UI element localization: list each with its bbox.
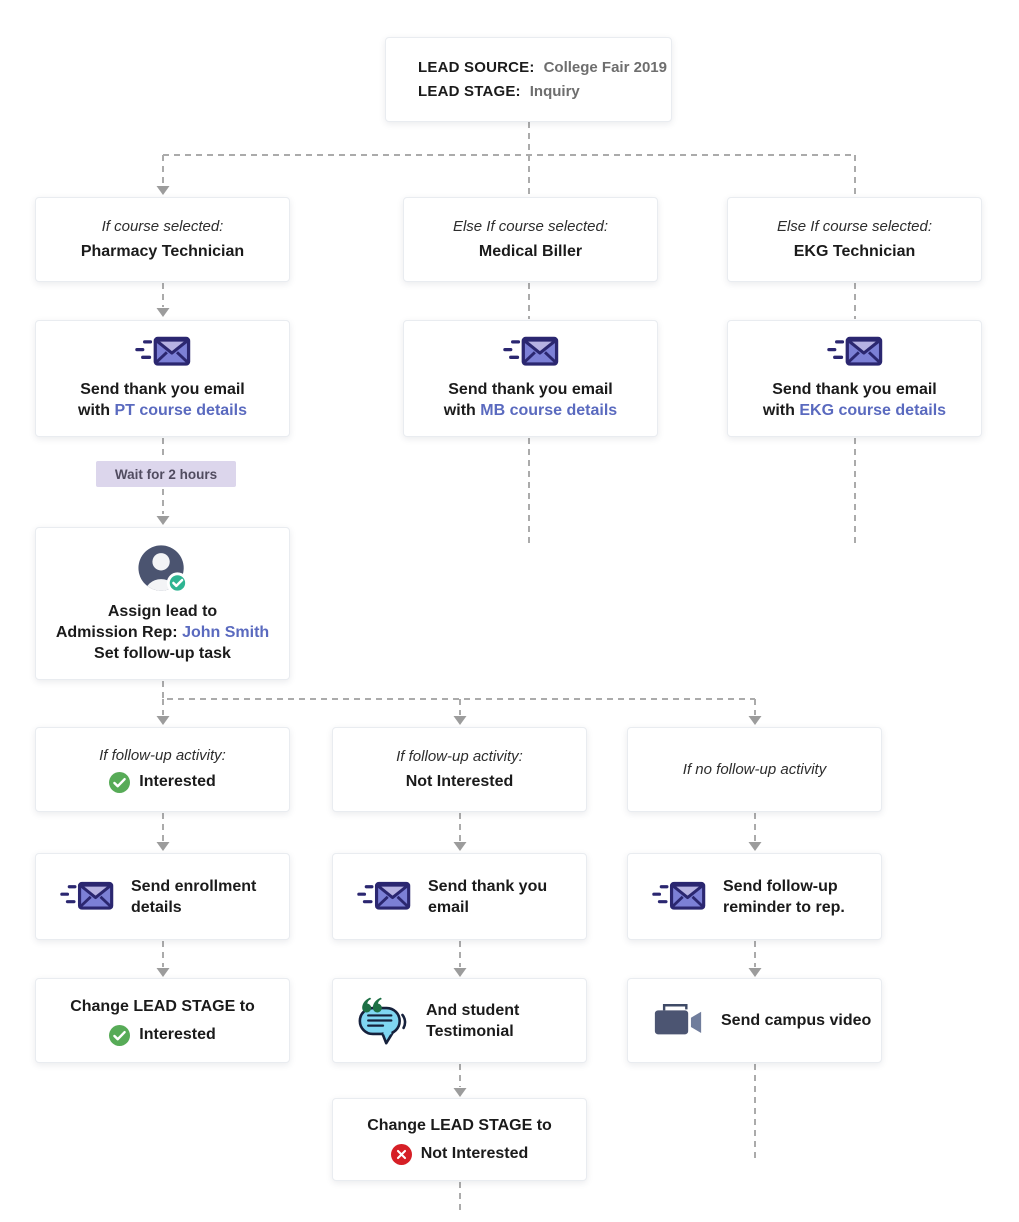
action-text: Send enrollment details (131, 877, 257, 916)
lead-stage-value: Inquiry (529, 83, 580, 100)
status-text: Interested (139, 773, 216, 790)
email-text-prefix: with (443, 402, 476, 419)
action-text: Send follow-up reminder to rep. (723, 877, 845, 916)
email-text-line2: with PT course details (78, 400, 247, 421)
send-email-node-pt[interactable]: Send thank you email with PT course deta… (35, 320, 290, 437)
condition-text: If follow-up activity: (99, 746, 226, 764)
action-text: Send campus video (721, 1012, 872, 1029)
course-details-link[interactable]: PT course details (114, 402, 247, 419)
email-icon (60, 881, 114, 913)
status-line: Interested (109, 1025, 216, 1046)
wait-delay-badge[interactable]: Wait for 2 hours (96, 461, 236, 487)
email-icon (135, 336, 191, 369)
assign-rep-label: Admission Rep: (55, 624, 178, 641)
email-text-prefix: with (78, 402, 111, 419)
condition-node-no-activity[interactable]: If no follow-up activity (627, 727, 882, 812)
change-stage-interested-node[interactable]: Change LEAD STAGE to Interested (35, 978, 290, 1063)
send-thank-you-email-node[interactable]: Send thank you email (332, 853, 587, 940)
condition-node-interested[interactable]: If follow-up activity: Interested (35, 727, 290, 812)
email-icon (357, 881, 411, 913)
lead-source-row: LEAD SOURCE: College Fair 2019 (418, 59, 667, 76)
condition-text: Else If course selected: (776, 218, 933, 235)
condition-text: If course selected: (101, 218, 224, 235)
avatar-check-icon (135, 543, 191, 595)
condition-text: Else If course selected: (452, 218, 609, 235)
student-testimonial-node[interactable]: And student Testimonial (332, 978, 587, 1063)
lead-source-value: College Fair 2019 (543, 59, 667, 76)
course-name: EKG Technician (793, 243, 916, 260)
testimonial-quote-icon (357, 996, 409, 1046)
change-stage-not-interested-node[interactable]: Change LEAD STAGE to Not Interested (332, 1098, 587, 1181)
lead-source-label: LEAD SOURCE: (418, 59, 535, 76)
email-text-line1: Send thank you email (448, 381, 613, 398)
condition-node-medical-biller[interactable]: Else If course selected: Medical Biller (403, 197, 658, 282)
email-text-prefix: with (762, 402, 795, 419)
email-text-line1: Send thank you email (772, 381, 937, 398)
condition-node-ekg-technician[interactable]: Else If course selected: EKG Technician (727, 197, 982, 282)
assign-rep-link[interactable]: John Smith (182, 624, 270, 641)
course-name: Pharmacy Technician (80, 243, 245, 260)
status-line: Not Interested (391, 1144, 529, 1165)
condition-node-not-interested[interactable]: If follow-up activity: Not Interested (332, 727, 587, 812)
email-icon (503, 336, 559, 369)
condition-text: If follow-up activity: (396, 748, 523, 765)
condition-text: If no follow-up activity (682, 761, 827, 778)
course-details-link[interactable]: EKG course details (799, 402, 947, 419)
send-email-node-ekg[interactable]: Send thank you email with EKG course det… (727, 320, 982, 437)
wait-delay-label: Wait for 2 hours (114, 466, 218, 482)
send-enrollment-details-node[interactable]: Send enrollment details (35, 853, 290, 940)
video-camera-icon (652, 1002, 704, 1039)
email-text-line2: with EKG course details (763, 400, 946, 421)
status-text: Interested (139, 1026, 216, 1043)
action-text: And student Testimonial (426, 1001, 520, 1040)
check-circle-icon (109, 772, 130, 793)
x-circle-icon (391, 1144, 412, 1165)
action-text: Send thank you email (428, 877, 548, 916)
lead-stage-label: LEAD STAGE: (418, 83, 521, 100)
send-campus-video-node[interactable]: Send campus video (627, 978, 882, 1063)
assign-line2: Admission Rep: John Smith (56, 622, 269, 643)
email-icon (827, 336, 883, 369)
check-circle-icon (109, 1025, 130, 1046)
assign-line3: Set follow-up task (94, 645, 231, 662)
status-text: Not Interested (405, 773, 514, 790)
outcome-text: Change LEAD STAGE to (367, 1116, 552, 1134)
lead-stage-row: LEAD STAGE: Inquiry (418, 83, 580, 100)
outcome-text: Change LEAD STAGE to (70, 997, 255, 1015)
send-followup-reminder-node[interactable]: Send follow-up reminder to rep. (627, 853, 882, 940)
email-icon (652, 881, 706, 913)
lead-source-node[interactable]: LEAD SOURCE: College Fair 2019 LEAD STAG… (385, 37, 672, 122)
assign-lead-node[interactable]: Assign lead to Admission Rep: John Smith… (35, 527, 290, 680)
condition-node-pharmacy-technician[interactable]: If course selected: Pharmacy Technician (35, 197, 290, 282)
course-details-link[interactable]: MB course details (480, 402, 618, 419)
send-email-node-mb[interactable]: Send thank you email with MB course deta… (403, 320, 658, 437)
email-text-line1: Send thank you email (80, 381, 245, 398)
status-text: Not Interested (420, 1145, 529, 1162)
course-name: Medical Biller (478, 243, 583, 260)
email-text-line2: with MB course details (444, 400, 617, 421)
status-line: Interested (109, 772, 216, 793)
assign-line1: Assign lead to (107, 603, 218, 620)
